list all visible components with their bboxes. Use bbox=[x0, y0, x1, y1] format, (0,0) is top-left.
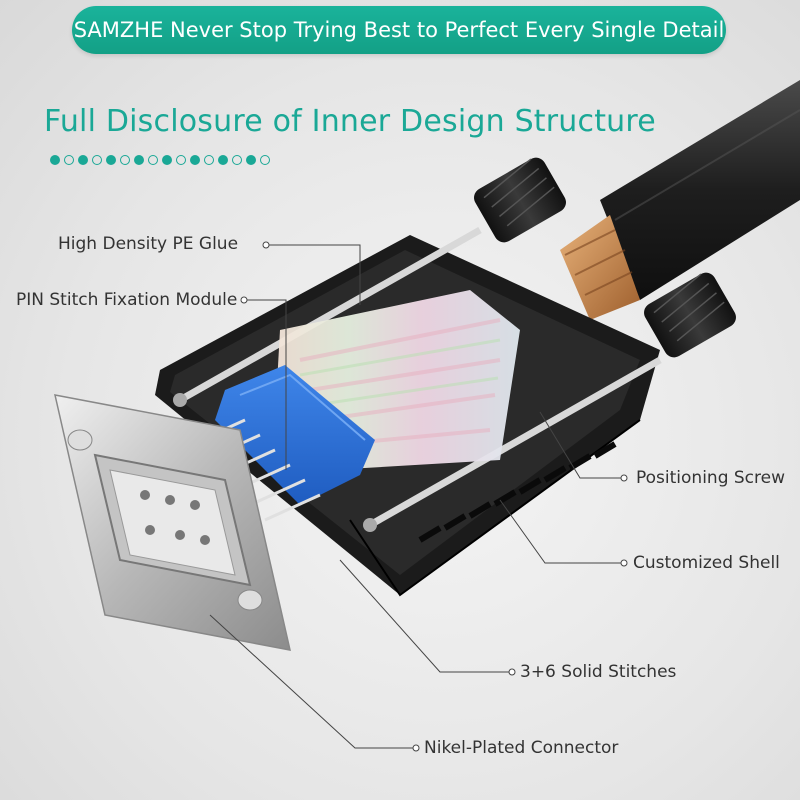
decorative-dot bbox=[106, 155, 116, 165]
callout-lines bbox=[209, 244, 622, 749]
decorative-dot bbox=[50, 155, 60, 165]
decorative-dot bbox=[218, 155, 228, 165]
decorative-dot bbox=[134, 155, 144, 165]
nickel-plated-connector bbox=[54, 394, 291, 651]
pin-fixation-module bbox=[215, 365, 375, 505]
label-positioning-screw: Positioning Screw bbox=[636, 468, 785, 488]
label-pin-module: PIN Stitch Fixation Module bbox=[16, 290, 238, 310]
decorative-dot bbox=[176, 155, 186, 165]
label-pe-glue: High Density PE Glue bbox=[58, 234, 239, 254]
screw-knob-top bbox=[474, 157, 566, 243]
decorative-dot-row bbox=[50, 155, 270, 167]
decorative-dot bbox=[64, 155, 74, 165]
decorative-dot bbox=[232, 155, 242, 165]
decorative-dot bbox=[148, 155, 158, 165]
braided-shield bbox=[560, 215, 640, 320]
decorative-dot bbox=[162, 155, 172, 165]
decorative-dot bbox=[78, 155, 88, 165]
decorative-dot bbox=[246, 155, 256, 165]
label-solid-stitches: 3+6 Solid Stitches bbox=[520, 662, 677, 682]
positioning-screw-rods bbox=[173, 226, 662, 532]
label-connector: Nikel-Plated Connector bbox=[424, 738, 619, 758]
decorative-dot bbox=[92, 155, 102, 165]
decorative-dot bbox=[204, 155, 214, 165]
label-customized-shell: Customized Shell bbox=[633, 553, 780, 573]
section-heading: Full Disclosure of Inner Design Structur… bbox=[44, 104, 656, 139]
callout-dots bbox=[240, 241, 628, 752]
decorative-dot bbox=[260, 155, 270, 165]
cable bbox=[600, 80, 800, 300]
decorative-dot bbox=[190, 155, 200, 165]
slogan-banner: SAMZHE Never Stop Trying Best to Perfect… bbox=[72, 6, 726, 54]
screw-knob-right bbox=[644, 272, 736, 358]
decorative-dot bbox=[120, 155, 130, 165]
